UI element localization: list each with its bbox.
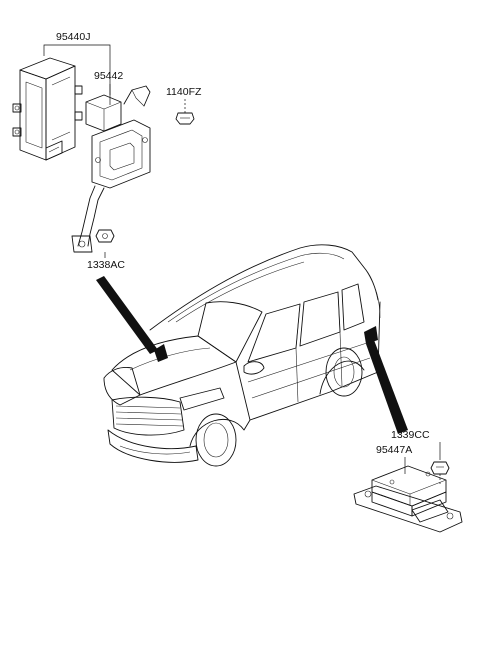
module-95447A-drawing (353, 465, 463, 533)
nut-1338AC-drawing (95, 229, 115, 243)
leader-95440J (43, 44, 111, 95)
vehicle-drawing (103, 244, 381, 467)
pointer-to-ecu-location (96, 276, 158, 354)
bolt-1140FZ-drawing (175, 112, 195, 125)
label-95440J[interactable]: 95440J (56, 31, 90, 43)
label-1338AC[interactable]: 1338AC (87, 259, 125, 271)
label-1140FZ[interactable]: 1140FZ (166, 86, 202, 98)
ecu-unit-drawing (12, 57, 83, 161)
pointer-to-module-location (366, 340, 408, 434)
label-1339CC[interactable]: 1339CC (391, 429, 430, 441)
label-95447A[interactable]: 95447A (376, 444, 412, 456)
ecu-bracket-drawing (71, 85, 151, 253)
nut-1339CC-drawing (430, 461, 450, 486)
label-95442[interactable]: 95442 (94, 70, 123, 82)
